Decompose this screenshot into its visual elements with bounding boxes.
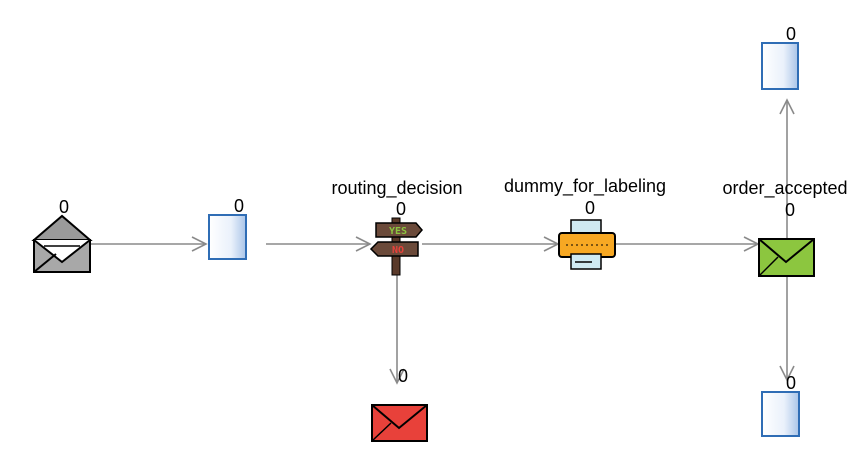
source-block[interactable]: 0 xyxy=(31,197,93,273)
connector-accepted-to-bottom-queue[interactable] xyxy=(779,277,795,382)
dummy-for-labeling-label: dummy_for_labeling xyxy=(504,176,666,197)
dummy-for-labeling-count: 0 xyxy=(585,198,595,218)
order-accepted-block[interactable]: order_accepted 0 xyxy=(722,178,848,277)
queue-bottom-block[interactable]: 0 xyxy=(761,373,800,437)
dummy-for-labeling-block[interactable]: dummy_for_labeling 0 xyxy=(504,176,666,270)
connector-accepted-to-top-queue[interactable] xyxy=(779,98,795,238)
order-accepted-label: order_accepted xyxy=(722,178,847,199)
queue-icon xyxy=(208,214,247,260)
routing-decision-count: 0 xyxy=(396,199,406,219)
connector-queue-to-routing[interactable] xyxy=(266,236,372,252)
queue-icon xyxy=(761,391,800,437)
gray-envelope-icon xyxy=(31,214,93,273)
rejected-sink-block[interactable]: 0 xyxy=(371,366,428,442)
red-envelope-icon xyxy=(371,404,428,442)
connector-source-to-queue[interactable] xyxy=(90,236,208,252)
routing-decision-block[interactable]: routing_decision 0 YES NO xyxy=(331,178,463,276)
queue-top-block[interactable]: 0 xyxy=(761,24,799,90)
queue-icon xyxy=(761,42,799,90)
queue-bottom-count: 0 xyxy=(786,373,796,393)
signpost-no: NO xyxy=(392,245,404,256)
connector-routing-to-rejected[interactable] xyxy=(389,275,405,385)
order-accepted-count: 0 xyxy=(785,200,795,220)
connector-routing-to-printer[interactable] xyxy=(422,236,560,252)
routing-decision-label: routing_decision xyxy=(331,178,462,199)
green-envelope-icon xyxy=(758,238,815,277)
source-count: 0 xyxy=(59,197,69,217)
queue-main-count: 0 xyxy=(234,196,244,216)
yes-no-signpost-icon: YES NO xyxy=(369,217,423,276)
printer-icon xyxy=(558,219,616,270)
signpost-yes: YES xyxy=(389,226,407,237)
connector-printer-to-accepted[interactable] xyxy=(616,236,760,252)
queue-top-count: 0 xyxy=(786,24,796,44)
rejected-sink-count: 0 xyxy=(398,366,408,386)
queue-main-block[interactable]: 0 xyxy=(208,196,247,260)
